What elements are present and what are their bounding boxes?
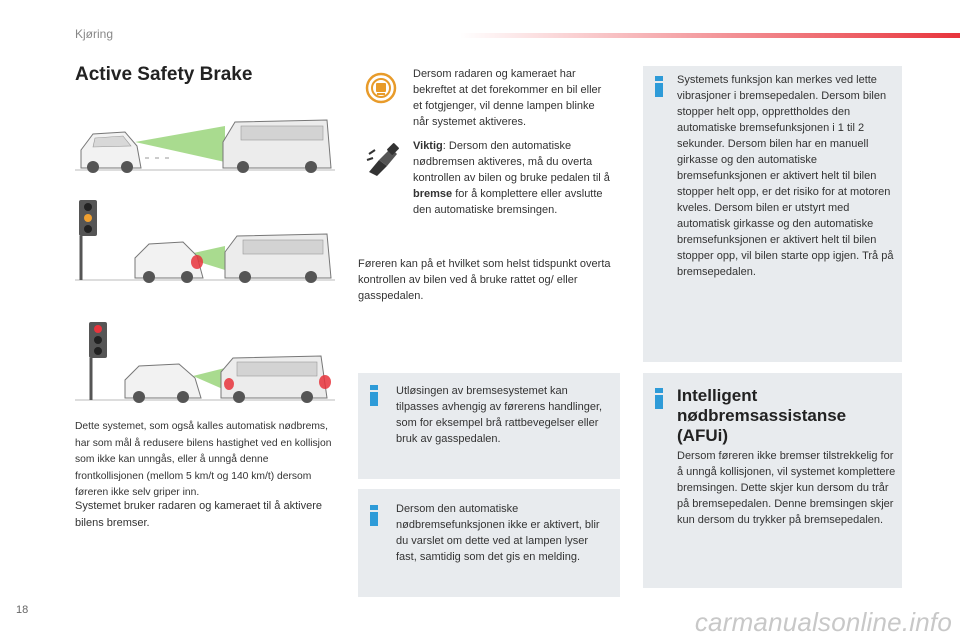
important-bold: bremse [413, 188, 453, 200]
system-description-2: Systemet bruker radaren og kameraet til … [75, 500, 323, 529]
afui-text: Dersom føreren ikke bremser tilstrekkeli… [677, 450, 896, 526]
brake-foot-icon [365, 142, 401, 176]
page-number: 18 [16, 604, 29, 616]
important-text-2: for å komplettere eller avslutte den aut… [413, 188, 603, 216]
important-note: Viktig: Dersom den automatiske nødbremse… [413, 138, 618, 218]
watermark: carmanualsonline.info [694, 607, 952, 637]
traffic-light-icon [79, 200, 97, 280]
info-vibration-text: Systemets funksjon kan merkes ved lette … [677, 74, 894, 278]
important-text-1: : Dersom den automatiske nødbremsen akti… [413, 140, 610, 184]
info-box-vibration: Systemets funksjon kan merkes ved lette … [643, 66, 902, 362]
info-box-fault: Dersom den automatiske nødbremsefunksjon… [358, 489, 620, 597]
afui-title: Intelligent nødbremsassistanse (AFUi) [677, 386, 847, 445]
header-accent-bar [460, 33, 960, 38]
info-icon [655, 76, 663, 97]
info-icon [370, 505, 378, 526]
section-label: Kjøring [75, 27, 114, 41]
info-icon [370, 385, 378, 406]
illustration-traffic-light-braking [75, 196, 335, 284]
info-trigger-text: Utløsingen av bremsesystemet kan tilpass… [396, 385, 603, 445]
driver-override-text: Føreren kan på et hvilket som helst tids… [358, 258, 611, 302]
info-box-afui [643, 373, 902, 588]
warning-lamp-text: Dersom radaren og kameraet har bekreftet… [413, 68, 602, 128]
warning-lamp-icon [365, 72, 397, 104]
illustration-radar-detection [75, 112, 335, 176]
illustration-emergency-stop [75, 318, 335, 404]
system-description: Dette systemet, som også kalles automati… [75, 421, 332, 498]
info-box-trigger: Utløsingen av bremsesystemet kan tilpass… [358, 373, 620, 479]
info-fault-text: Dersom den automatiske nødbremsefunksjon… [396, 503, 600, 563]
info-icon [655, 388, 663, 409]
page-title: Active Safety Brake [75, 64, 253, 85]
important-label: Viktig [413, 140, 443, 152]
